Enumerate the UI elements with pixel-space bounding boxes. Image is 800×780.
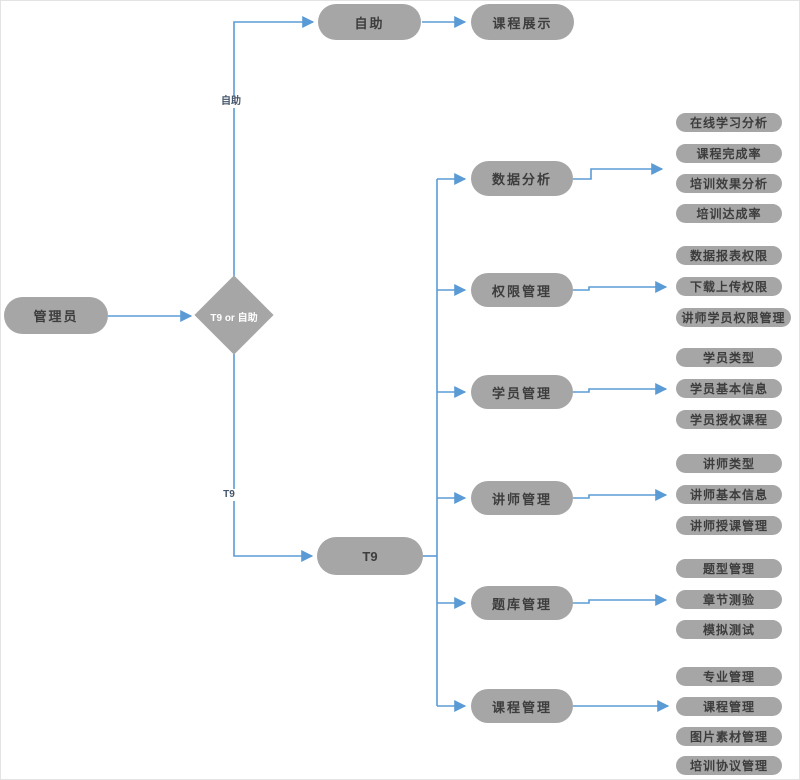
decision-label: T9 or 自助 <box>210 313 258 324</box>
leaf-student-basic-info: 学员基本信息 <box>676 379 782 398</box>
leaf-student-authorized-courses: 学员授权课程 <box>676 410 782 429</box>
edge-student-to-leaves <box>573 383 668 395</box>
leaf-training-achievement-rate: 培训达成率 <box>676 204 782 223</box>
leaf-training-agreement-mgmt: 培训协议管理 <box>676 756 782 775</box>
leaf-major-mgmt: 专业管理 <box>676 667 782 686</box>
edge-decision-to-t9 <box>233 354 314 562</box>
leaf-question-type-mgmt: 题型管理 <box>676 559 782 578</box>
edge-label-self-service: 自助 <box>219 96 243 108</box>
leaf-chapter-test: 章节测验 <box>676 590 782 609</box>
leaf-training-effect-analysis: 培训效果分析 <box>676 174 782 193</box>
edge-question-bank-to-leaves <box>573 594 668 606</box>
edge-permission-to-leaves <box>573 281 668 293</box>
node-course-display: 课程展示 <box>471 4 574 40</box>
leaf-student-type: 学员类型 <box>676 348 782 367</box>
leaf-mock-test: 模拟测试 <box>676 620 782 639</box>
edge-label-t9: T9 <box>221 489 237 501</box>
leaf-lecturer-student-permission-mgmt: 讲师学员权限管理 <box>676 308 791 327</box>
node-student-mgmt: 学员管理 <box>471 375 573 409</box>
node-t9: T9 <box>317 537 423 575</box>
edge-data-analysis-to-leaves <box>573 163 664 180</box>
leaf-download-upload-permission: 下载上传权限 <box>676 277 782 296</box>
leaf-course-completion-rate: 课程完成率 <box>676 144 782 163</box>
node-data-analysis: 数据分析 <box>471 161 573 196</box>
node-admin: 管理员 <box>4 297 108 334</box>
leaf-lecturer-type: 讲师类型 <box>676 454 782 473</box>
node-lecturer-mgmt: 讲师管理 <box>471 481 573 515</box>
edge-lecturer-to-leaves <box>573 489 668 501</box>
node-question-bank-mgmt: 题库管理 <box>471 586 573 620</box>
leaf-lecturer-basic-info: 讲师基本信息 <box>676 485 782 504</box>
leaf-image-material-mgmt: 图片素材管理 <box>676 727 782 746</box>
leaf-online-learning-analysis: 在线学习分析 <box>676 113 782 132</box>
node-permission-mgmt: 权限管理 <box>471 273 573 307</box>
leaf-course-mgmt: 课程管理 <box>676 697 782 716</box>
edge-decision-to-self-service <box>233 16 315 276</box>
node-course-mgmt: 课程管理 <box>471 689 573 723</box>
leaf-data-report-permission: 数据报表权限 <box>676 246 782 265</box>
node-self-service: 自助 <box>318 4 421 40</box>
leaf-lecturer-teaching-mgmt: 讲师授课管理 <box>676 516 782 535</box>
